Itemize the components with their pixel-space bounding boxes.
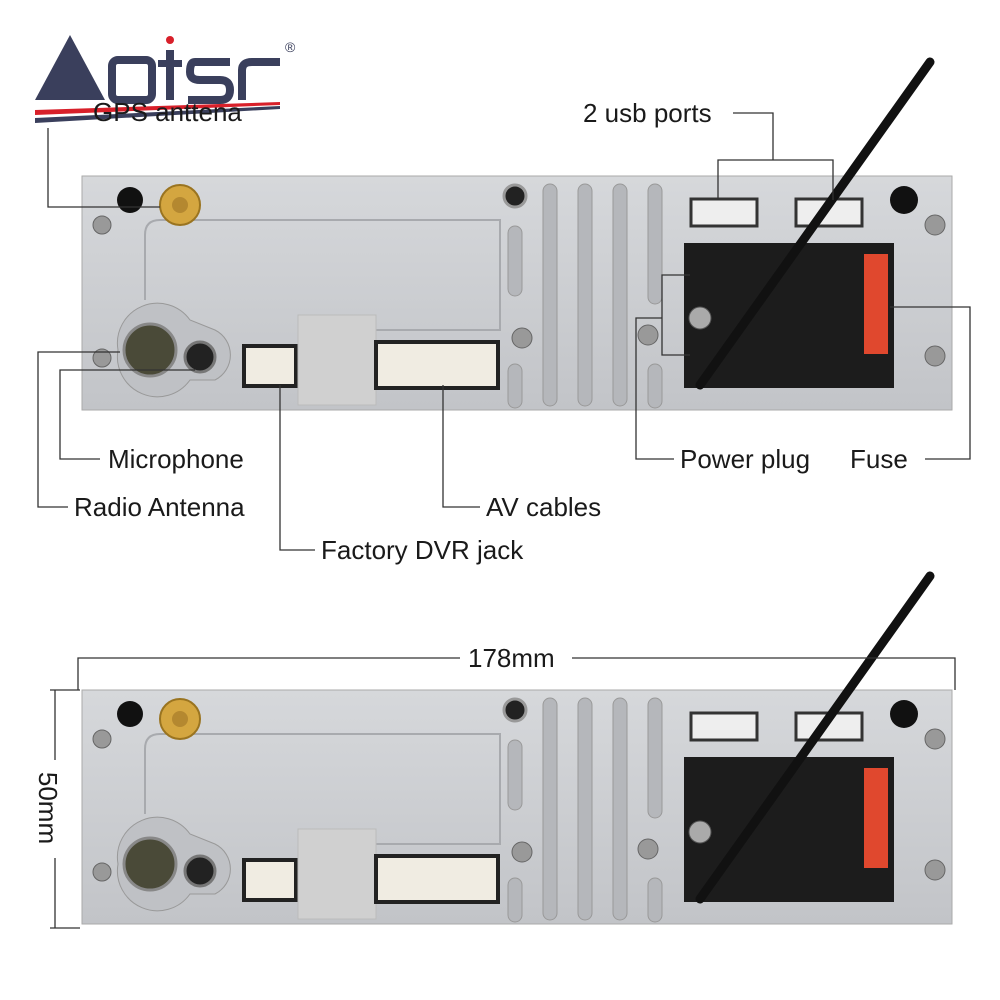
dimension-width: 178mm [468, 643, 555, 673]
screw-icon [924, 214, 946, 236]
label-power-plug: Power plug [680, 444, 811, 474]
radio-rear-panel [81, 57, 953, 411]
label-gps-antenna: GPS anttena [93, 97, 242, 127]
antenna-wire [695, 571, 935, 904]
radio-antenna-jack [122, 836, 178, 892]
hole [117, 187, 143, 213]
label-microphone: Microphone [108, 444, 244, 474]
screw-icon [92, 348, 112, 368]
hole [117, 701, 143, 727]
screw-icon [924, 728, 946, 750]
sticker [297, 314, 377, 406]
sticker [297, 828, 377, 920]
screw-icon [511, 841, 533, 863]
hole [890, 186, 918, 214]
av-cables-connector [374, 854, 500, 904]
microphone-jack [183, 340, 217, 374]
label-radio-antenna: Radio Antenna [74, 492, 245, 522]
vent-slots [507, 183, 663, 409]
screw-icon [924, 345, 946, 367]
label-av-cables: AV cables [486, 492, 602, 522]
factory-dvr-jack [242, 858, 298, 902]
registered-mark: ® [285, 39, 296, 55]
vent-slots [507, 697, 663, 923]
screw-icon [92, 862, 112, 882]
panel-embossing [144, 219, 501, 331]
hole [890, 700, 918, 728]
antenna-wire [695, 57, 935, 390]
fuse [864, 768, 888, 868]
label-factory-dvr-jack: Factory DVR jack [321, 535, 524, 565]
radio-antenna-jack [122, 322, 178, 378]
screw-icon [637, 324, 659, 346]
screw-icon [511, 327, 533, 349]
usb-port [689, 197, 759, 228]
factory-dvr-jack [242, 344, 298, 388]
gps-connector-center [172, 197, 188, 213]
av-cables-connector [374, 340, 500, 390]
aotsr-logo: ® [35, 35, 296, 123]
radio-rear-panel-dimensions [81, 571, 953, 925]
hole [502, 183, 528, 209]
screw-icon [637, 838, 659, 860]
screw-icon [924, 859, 946, 881]
dimension-height: 50mm [33, 771, 64, 845]
microphone-jack [183, 854, 217, 888]
panel-embossing [144, 733, 501, 845]
fuse [864, 254, 888, 354]
gps-connector-center [172, 711, 188, 727]
hole [502, 697, 528, 723]
label-usb-ports: 2 usb ports [583, 98, 712, 128]
leader-lines [37, 112, 971, 929]
label-fuse: Fuse [850, 444, 908, 474]
screw-icon [92, 729, 112, 749]
usb-port [689, 711, 759, 742]
screw-icon [688, 820, 712, 844]
screw-icon [92, 215, 112, 235]
screw-icon [688, 306, 712, 330]
